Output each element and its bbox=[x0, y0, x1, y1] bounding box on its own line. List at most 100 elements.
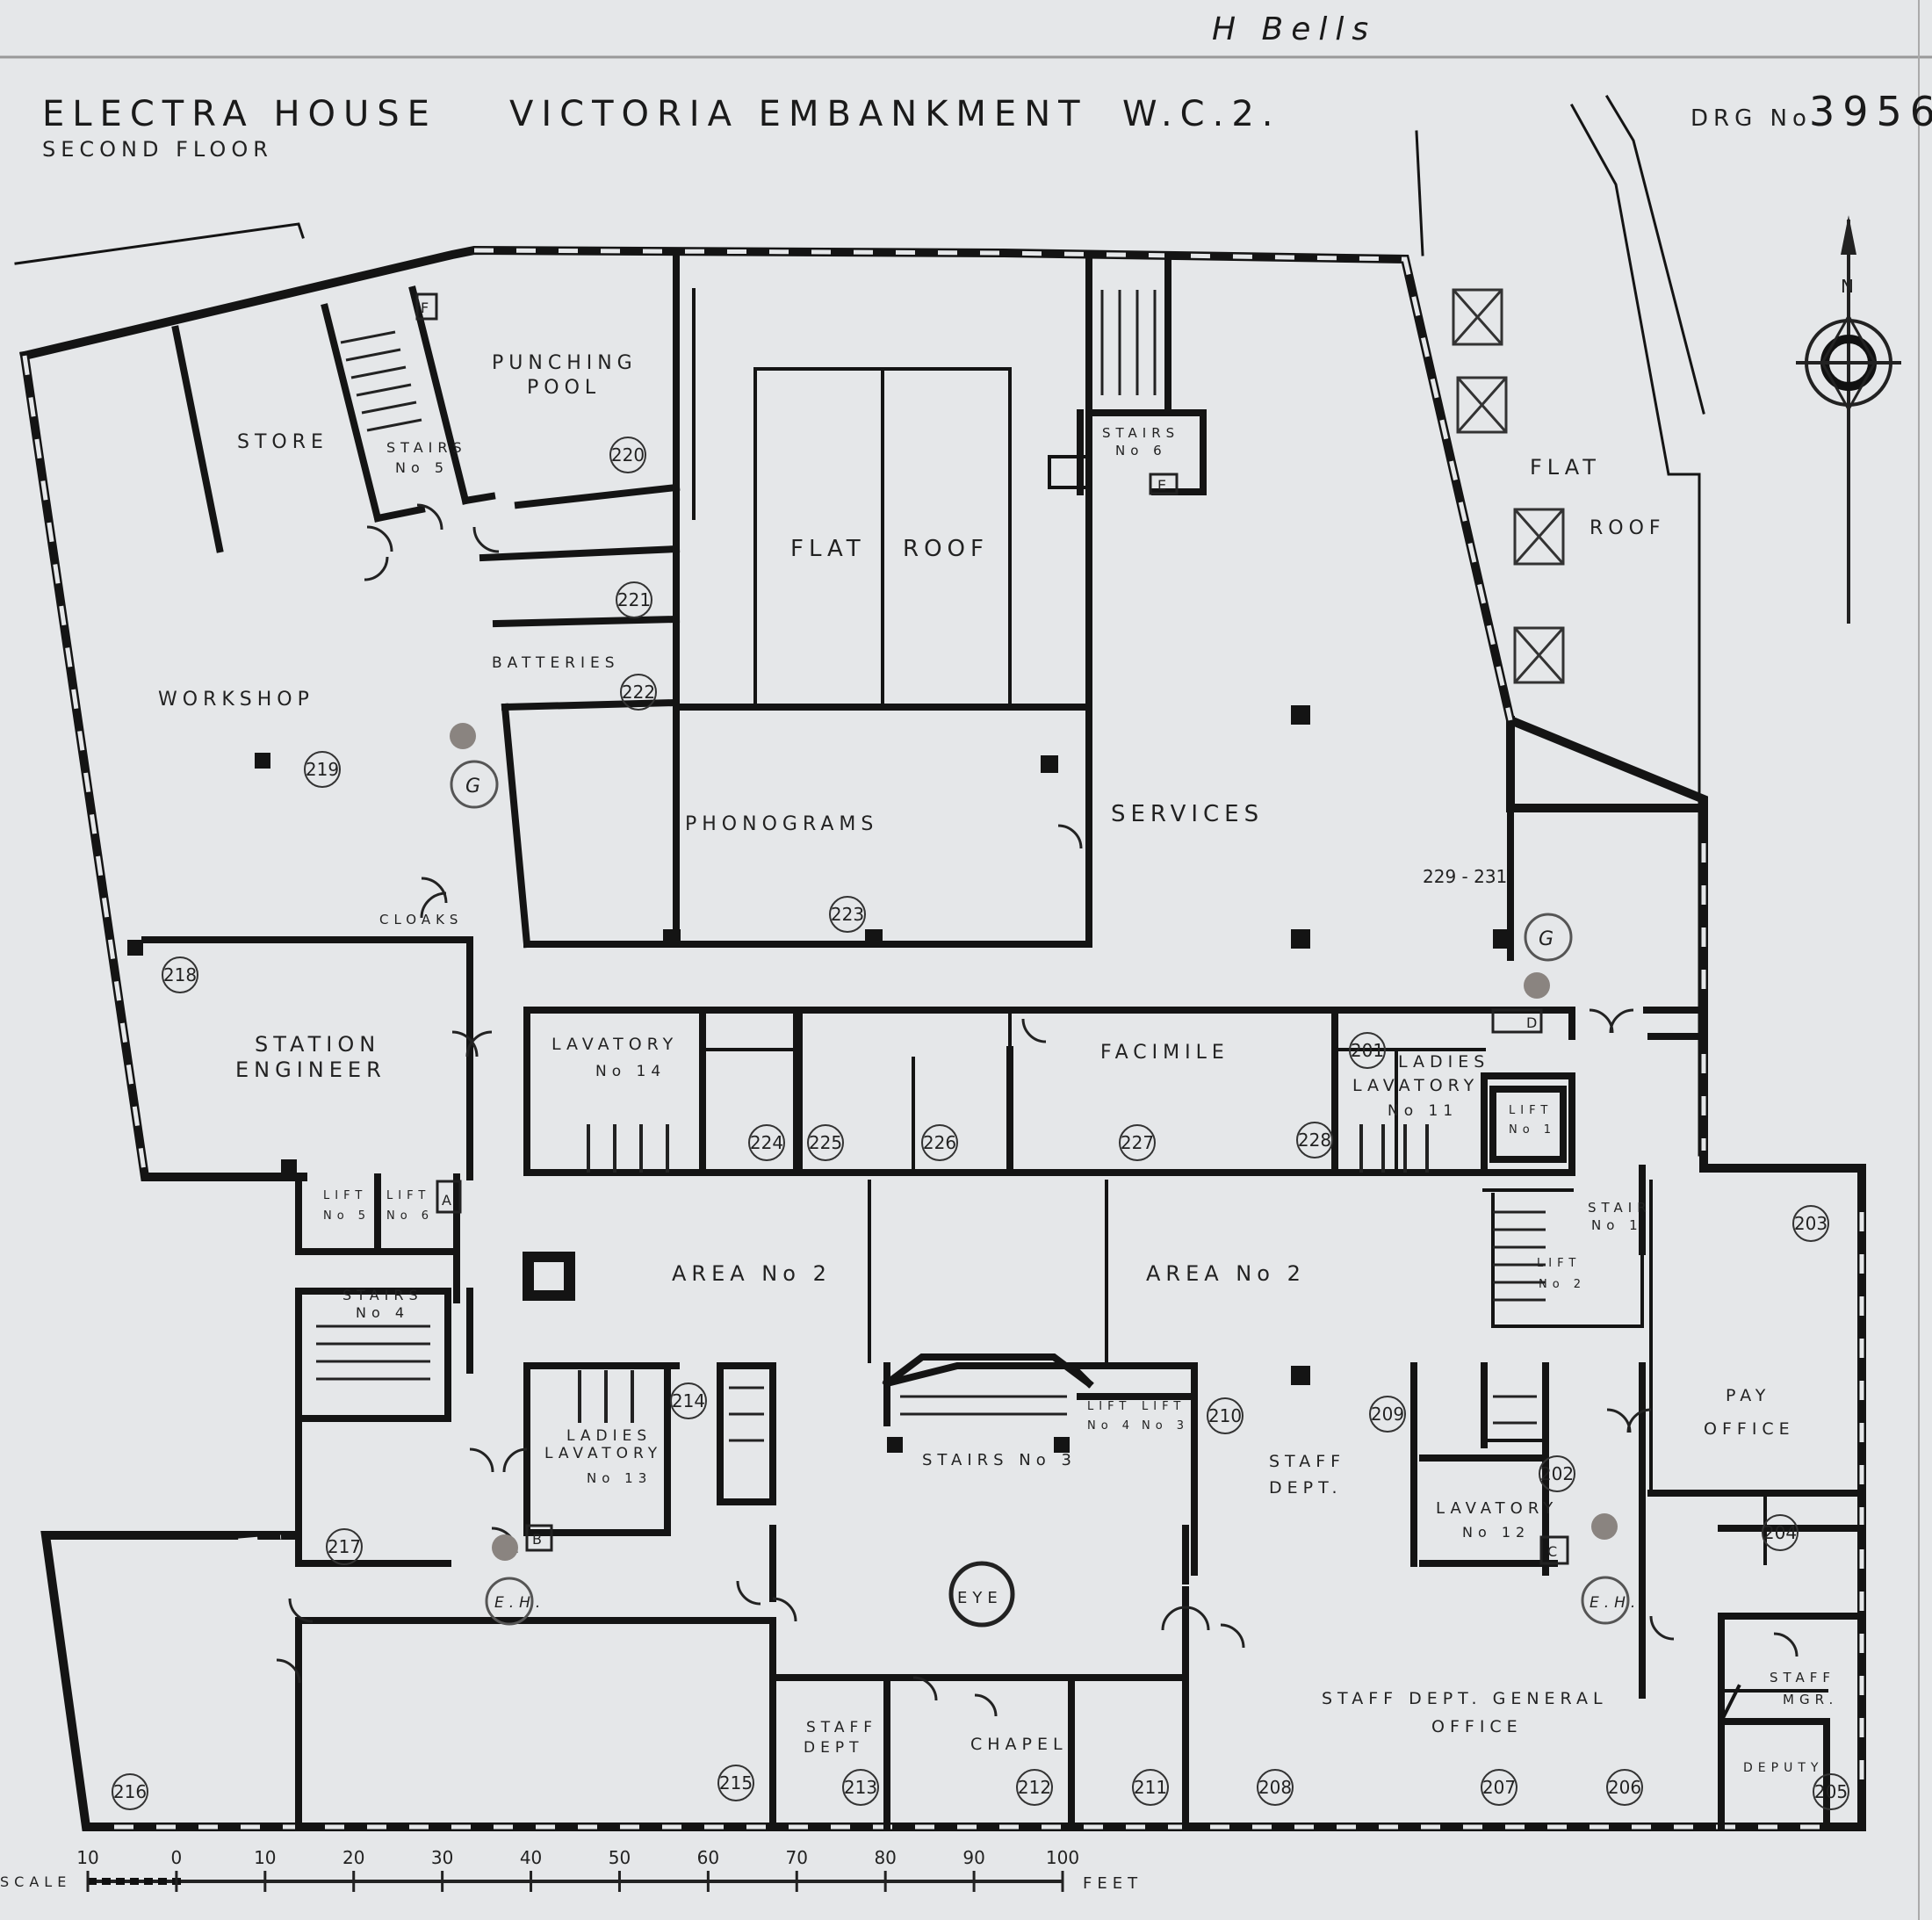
svg-text:211: 211 bbox=[1134, 1777, 1167, 1798]
room-number: 227 bbox=[1119, 1124, 1156, 1161]
svg-text:210: 210 bbox=[1208, 1405, 1242, 1426]
room-number: 214 bbox=[670, 1382, 707, 1419]
svg-text:209: 209 bbox=[1371, 1404, 1404, 1425]
label-pool: POOL bbox=[527, 377, 601, 399]
fire-mark-2: G bbox=[1539, 928, 1559, 950]
scale-unit: FEET bbox=[1083, 1874, 1143, 1893]
svg-text:224: 224 bbox=[750, 1132, 783, 1153]
label-lift5-no: No 5 bbox=[323, 1209, 371, 1223]
label-staff-dept: STAFF bbox=[1269, 1452, 1345, 1471]
svg-text:228: 228 bbox=[1298, 1130, 1331, 1151]
label-services: SERVICES bbox=[1111, 801, 1264, 827]
svg-text:218: 218 bbox=[163, 964, 197, 985]
svg-text:222: 222 bbox=[622, 682, 655, 703]
letter-a: A bbox=[442, 1192, 457, 1209]
scale-tick-label: 60 bbox=[697, 1847, 719, 1868]
label-lift3: LIFT bbox=[1142, 1400, 1186, 1413]
room-number: 203 bbox=[1792, 1205, 1829, 1242]
label-stair1-no: No 1 bbox=[1591, 1217, 1643, 1233]
letter-f: F bbox=[421, 300, 434, 316]
building-name: ELECTRA HOUSE bbox=[42, 94, 437, 134]
room-number: 211 bbox=[1132, 1769, 1169, 1806]
room-number: 228 bbox=[1296, 1122, 1333, 1158]
street-name: VICTORIA EMBANKMENT bbox=[509, 94, 1088, 134]
room-number: 220 bbox=[609, 437, 646, 473]
label-stair1: STAIR bbox=[1588, 1200, 1652, 1216]
svg-text:204: 204 bbox=[1763, 1522, 1797, 1543]
label-staff-small: STAFF bbox=[806, 1719, 877, 1736]
room-number-range: 229 - 231 bbox=[1423, 866, 1507, 887]
label-flat-roof-b: FLAT bbox=[1530, 455, 1601, 480]
letter-d: D bbox=[1526, 1014, 1542, 1031]
room-number: 215 bbox=[717, 1765, 754, 1801]
room-number: 204 bbox=[1762, 1514, 1799, 1551]
room-number: 202 bbox=[1539, 1455, 1575, 1492]
label-ladies13: LADIES bbox=[566, 1427, 652, 1445]
label-cloaks: CLOAKS bbox=[379, 912, 463, 928]
fire-mark-4: E.H. bbox=[1590, 1594, 1640, 1612]
label-mgr: MGR. bbox=[1783, 1692, 1838, 1707]
roof-skylights bbox=[1452, 288, 1565, 684]
room-number: 224 bbox=[748, 1124, 785, 1161]
label-ladies13-lav: LAVATORY bbox=[544, 1445, 662, 1462]
svg-text:216: 216 bbox=[113, 1781, 147, 1802]
label-area-right: AREA No 2 bbox=[1146, 1261, 1306, 1286]
label-flat-roof-b-2: ROOF bbox=[1590, 517, 1666, 539]
room-number: 209 bbox=[1369, 1396, 1406, 1433]
svg-text:208: 208 bbox=[1258, 1777, 1292, 1798]
exterior-window-gaps bbox=[22, 248, 1864, 1830]
partitions bbox=[692, 288, 1828, 1724]
label-lift3-no: No 3 bbox=[1142, 1419, 1189, 1433]
svg-text:219: 219 bbox=[306, 759, 339, 780]
room-number: 201 bbox=[1349, 1032, 1386, 1069]
label-flat-roof-a-2: ROOF bbox=[903, 536, 989, 562]
fire-point-labels: G G E.H. E.H. bbox=[465, 776, 1640, 1612]
label-chapel: CHAPEL bbox=[970, 1735, 1068, 1754]
svg-text:201: 201 bbox=[1351, 1040, 1384, 1061]
toilet-stalls bbox=[578, 1124, 1429, 1423]
fire-mark-3: E.H. bbox=[494, 1594, 545, 1612]
scale-tick-label: 10 bbox=[76, 1847, 98, 1868]
label-facimile: FACIMILE bbox=[1100, 1042, 1229, 1064]
label-stairs5-no: No 5 bbox=[395, 459, 449, 476]
label-stairs3: STAIRS No 3 bbox=[922, 1451, 1077, 1469]
room-number: 222 bbox=[620, 674, 657, 711]
label-lift2-no: No 2 bbox=[1539, 1278, 1586, 1291]
label-pay: PAY bbox=[1726, 1386, 1770, 1405]
handwritten-annotation: H Bells bbox=[1212, 11, 1376, 47]
room-number: 221 bbox=[616, 581, 652, 618]
label-dept-small: DEPT bbox=[804, 1739, 863, 1757]
label-ladies11: LADIES bbox=[1398, 1052, 1489, 1072]
scale-tick-label: 70 bbox=[786, 1847, 808, 1868]
svg-text:223: 223 bbox=[831, 904, 864, 925]
label-stairs6: STAIRS bbox=[1102, 425, 1179, 441]
label-office: OFFICE bbox=[1704, 1419, 1795, 1439]
room-number: 218 bbox=[162, 956, 198, 993]
scale-tick-label: 30 bbox=[431, 1847, 453, 1868]
label-batteries: BATTERIES bbox=[492, 654, 620, 672]
label-stairs4-no: No 4 bbox=[356, 1304, 409, 1321]
service-letter-boxes: F E D A B C bbox=[415, 292, 1569, 1565]
label-lavatory14: LAVATORY bbox=[551, 1035, 678, 1054]
scale-tick-label: 40 bbox=[520, 1847, 542, 1868]
label-store: STORE bbox=[237, 431, 328, 453]
label-lift6-no: No 6 bbox=[386, 1209, 434, 1223]
svg-text:203: 203 bbox=[1794, 1213, 1827, 1234]
label-workshop: WORKSHOP bbox=[158, 689, 314, 711]
fire-mark-1: G bbox=[465, 776, 486, 798]
label-lift5: LIFT bbox=[323, 1189, 367, 1202]
svg-text:205: 205 bbox=[1814, 1781, 1848, 1802]
drawing-number: 3956/ bbox=[1809, 88, 1932, 135]
room-number: 208 bbox=[1257, 1769, 1294, 1806]
room-number: 205 bbox=[1813, 1773, 1849, 1810]
scale-tick-label: 90 bbox=[962, 1847, 984, 1868]
floor-name: SECOND FLOOR bbox=[42, 137, 273, 162]
room-number: 206 bbox=[1606, 1769, 1643, 1806]
svg-text:220: 220 bbox=[611, 444, 645, 466]
svg-text:226: 226 bbox=[923, 1132, 956, 1153]
svg-text:202: 202 bbox=[1540, 1463, 1574, 1484]
label-lavatory12-no: No 12 bbox=[1462, 1524, 1530, 1541]
